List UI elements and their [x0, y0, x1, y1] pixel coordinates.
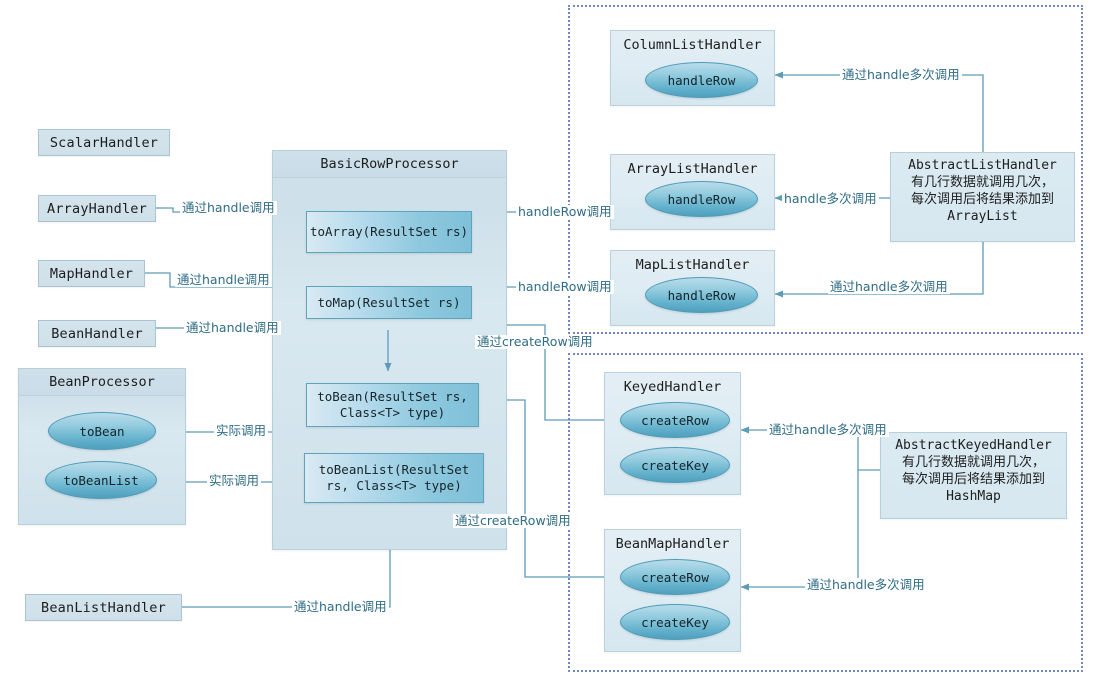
- note-line: AbstractKeyedHandler: [895, 438, 1052, 453]
- note-abstract-keyed-handler[interactable]: AbstractKeyedHandler 有几行数据就调用几次， 每次调用后将结…: [880, 432, 1067, 519]
- method-create-row[interactable]: createRow: [620, 559, 730, 595]
- method-create-key[interactable]: createKey: [620, 604, 730, 640]
- method-create-key[interactable]: createKey: [620, 447, 730, 483]
- list-handler-region: [568, 5, 1083, 334]
- method-label: createRow: [641, 569, 709, 585]
- note-line: 每次调用后将结果添加到: [901, 472, 1045, 488]
- node-keyed-handler[interactable]: KeyedHandler createRow createKey: [604, 372, 741, 495]
- panel-bean-processor[interactable]: BeanProcessor toBean toBeanList: [18, 368, 186, 525]
- note-abstract-list-handler[interactable]: AbstractListHandler 有几行数据就调用几次， 每次调用后将结果…: [890, 152, 1075, 242]
- method-handle-row[interactable]: handleRow: [645, 181, 758, 217]
- edge-label-abstract-keyed-keyed: 通过handle多次调用: [767, 422, 889, 437]
- method-label: handleRow: [667, 287, 736, 303]
- method-handle-row[interactable]: handleRow: [645, 62, 758, 98]
- group-title: MapListHandler: [635, 257, 750, 273]
- node-bean-handler[interactable]: BeanHandler: [38, 320, 156, 347]
- edge-label-create-row-to-bean: 通过createRow调用: [453, 513, 573, 528]
- panel-body: toArray(ResultSet rs) toMap(ResultSet rs…: [273, 178, 506, 551]
- edge-label-abstract-list-array: handle多次调用: [782, 191, 879, 206]
- note-line: 有几行数据就调用几次，: [901, 455, 1045, 471]
- edge-label-abstract-list-column: 通过handle多次调用: [840, 67, 962, 82]
- node-label: MapHandler: [49, 265, 134, 282]
- edge-label-map-handler: 通过handle调用: [175, 272, 272, 287]
- panel-title: BeanProcessor: [19, 369, 185, 396]
- node-array-list-handler[interactable]: ArrayListHandler handleRow: [610, 154, 775, 230]
- panel-title: BasicRowProcessor: [273, 151, 506, 178]
- method-label: toBeanList(ResultSet rs, Class<T> type): [318, 462, 470, 493]
- method-label: handleRow: [667, 72, 736, 88]
- method-to-bean-list[interactable]: toBeanList(ResultSet rs, Class<T> type): [304, 453, 484, 503]
- panel-basic-row-processor[interactable]: BasicRowProcessor toArray(ResultSet rs) …: [272, 150, 507, 550]
- group-title: ArrayListHandler: [627, 161, 758, 177]
- group-title: BeanMapHandler: [615, 536, 730, 552]
- method-label: createKey: [641, 457, 709, 473]
- node-label: BeanListHandler: [41, 599, 166, 616]
- edge-label-actual-call-to-bean-list: 实际调用: [207, 473, 262, 488]
- method-label: toBean: [79, 423, 125, 439]
- method-label: toArray(ResultSet rs): [309, 224, 469, 240]
- edge-label-abstract-list-map: 通过handle多次调用: [828, 279, 950, 294]
- note-line: HashMap: [946, 489, 1001, 505]
- node-scalar-handler[interactable]: ScalarHandler: [38, 129, 170, 156]
- method-label: toBeanList: [63, 472, 139, 488]
- method-to-array[interactable]: toArray(ResultSet rs): [306, 211, 472, 253]
- method-label: createRow: [641, 412, 709, 428]
- edge-label-create-row-to-map: 通过createRow调用: [475, 334, 595, 349]
- edge-label-abstract-keyed-beanmap: 通过handle多次调用: [805, 577, 927, 592]
- node-map-handler[interactable]: MapHandler: [38, 260, 145, 287]
- node-column-list-handler[interactable]: ColumnListHandler handleRow: [610, 30, 775, 106]
- method-label: handleRow: [667, 191, 736, 207]
- node-array-handler[interactable]: ArrayHandler: [38, 195, 156, 222]
- note-line: AbstractListHandler: [908, 158, 1057, 173]
- method-create-row[interactable]: createRow: [620, 402, 730, 438]
- edge-label-bean-list-handler: 通过handle调用: [292, 599, 389, 614]
- node-bean-map-handler[interactable]: BeanMapHandler createRow createKey: [604, 529, 741, 652]
- method-label: toBean(ResultSet rs, Class<T> type): [317, 389, 468, 420]
- node-map-list-handler[interactable]: MapListHandler handleRow: [610, 250, 775, 326]
- panel-body: toBean toBeanList: [19, 396, 185, 526]
- method-to-bean[interactable]: toBean: [48, 412, 156, 450]
- method-label: createKey: [641, 614, 709, 630]
- method-handle-row[interactable]: handleRow: [645, 277, 758, 313]
- edge-label-array-handler: 通过handle调用: [180, 200, 277, 215]
- group-title: KeyedHandler: [623, 379, 722, 395]
- method-label: toMap(ResultSet rs): [317, 294, 461, 310]
- edge-label-bean-handler: 通过handle调用: [184, 320, 281, 335]
- note-line: 每次调用后将结果添加到: [910, 192, 1054, 208]
- method-to-map[interactable]: toMap(ResultSet rs): [306, 286, 472, 319]
- node-label: BeanHandler: [51, 325, 143, 342]
- note-line: ArrayList: [947, 209, 1018, 225]
- edge-label-map-list-handler-row: handleRow调用: [516, 279, 614, 294]
- edge-label-actual-call-to-bean: 实际调用: [214, 423, 269, 438]
- method-to-bean-list[interactable]: toBeanList: [45, 461, 157, 499]
- note-line: 有几行数据就调用几次，: [910, 175, 1054, 191]
- edge-label-array-list-handler-row: handleRow调用: [516, 204, 614, 219]
- node-label: ScalarHandler: [49, 134, 159, 151]
- node-bean-list-handler[interactable]: BeanListHandler: [25, 594, 182, 621]
- node-label: ArrayHandler: [47, 200, 147, 217]
- method-to-bean[interactable]: toBean(ResultSet rs, Class<T> type): [306, 383, 479, 427]
- group-title: ColumnListHandler: [623, 37, 762, 53]
